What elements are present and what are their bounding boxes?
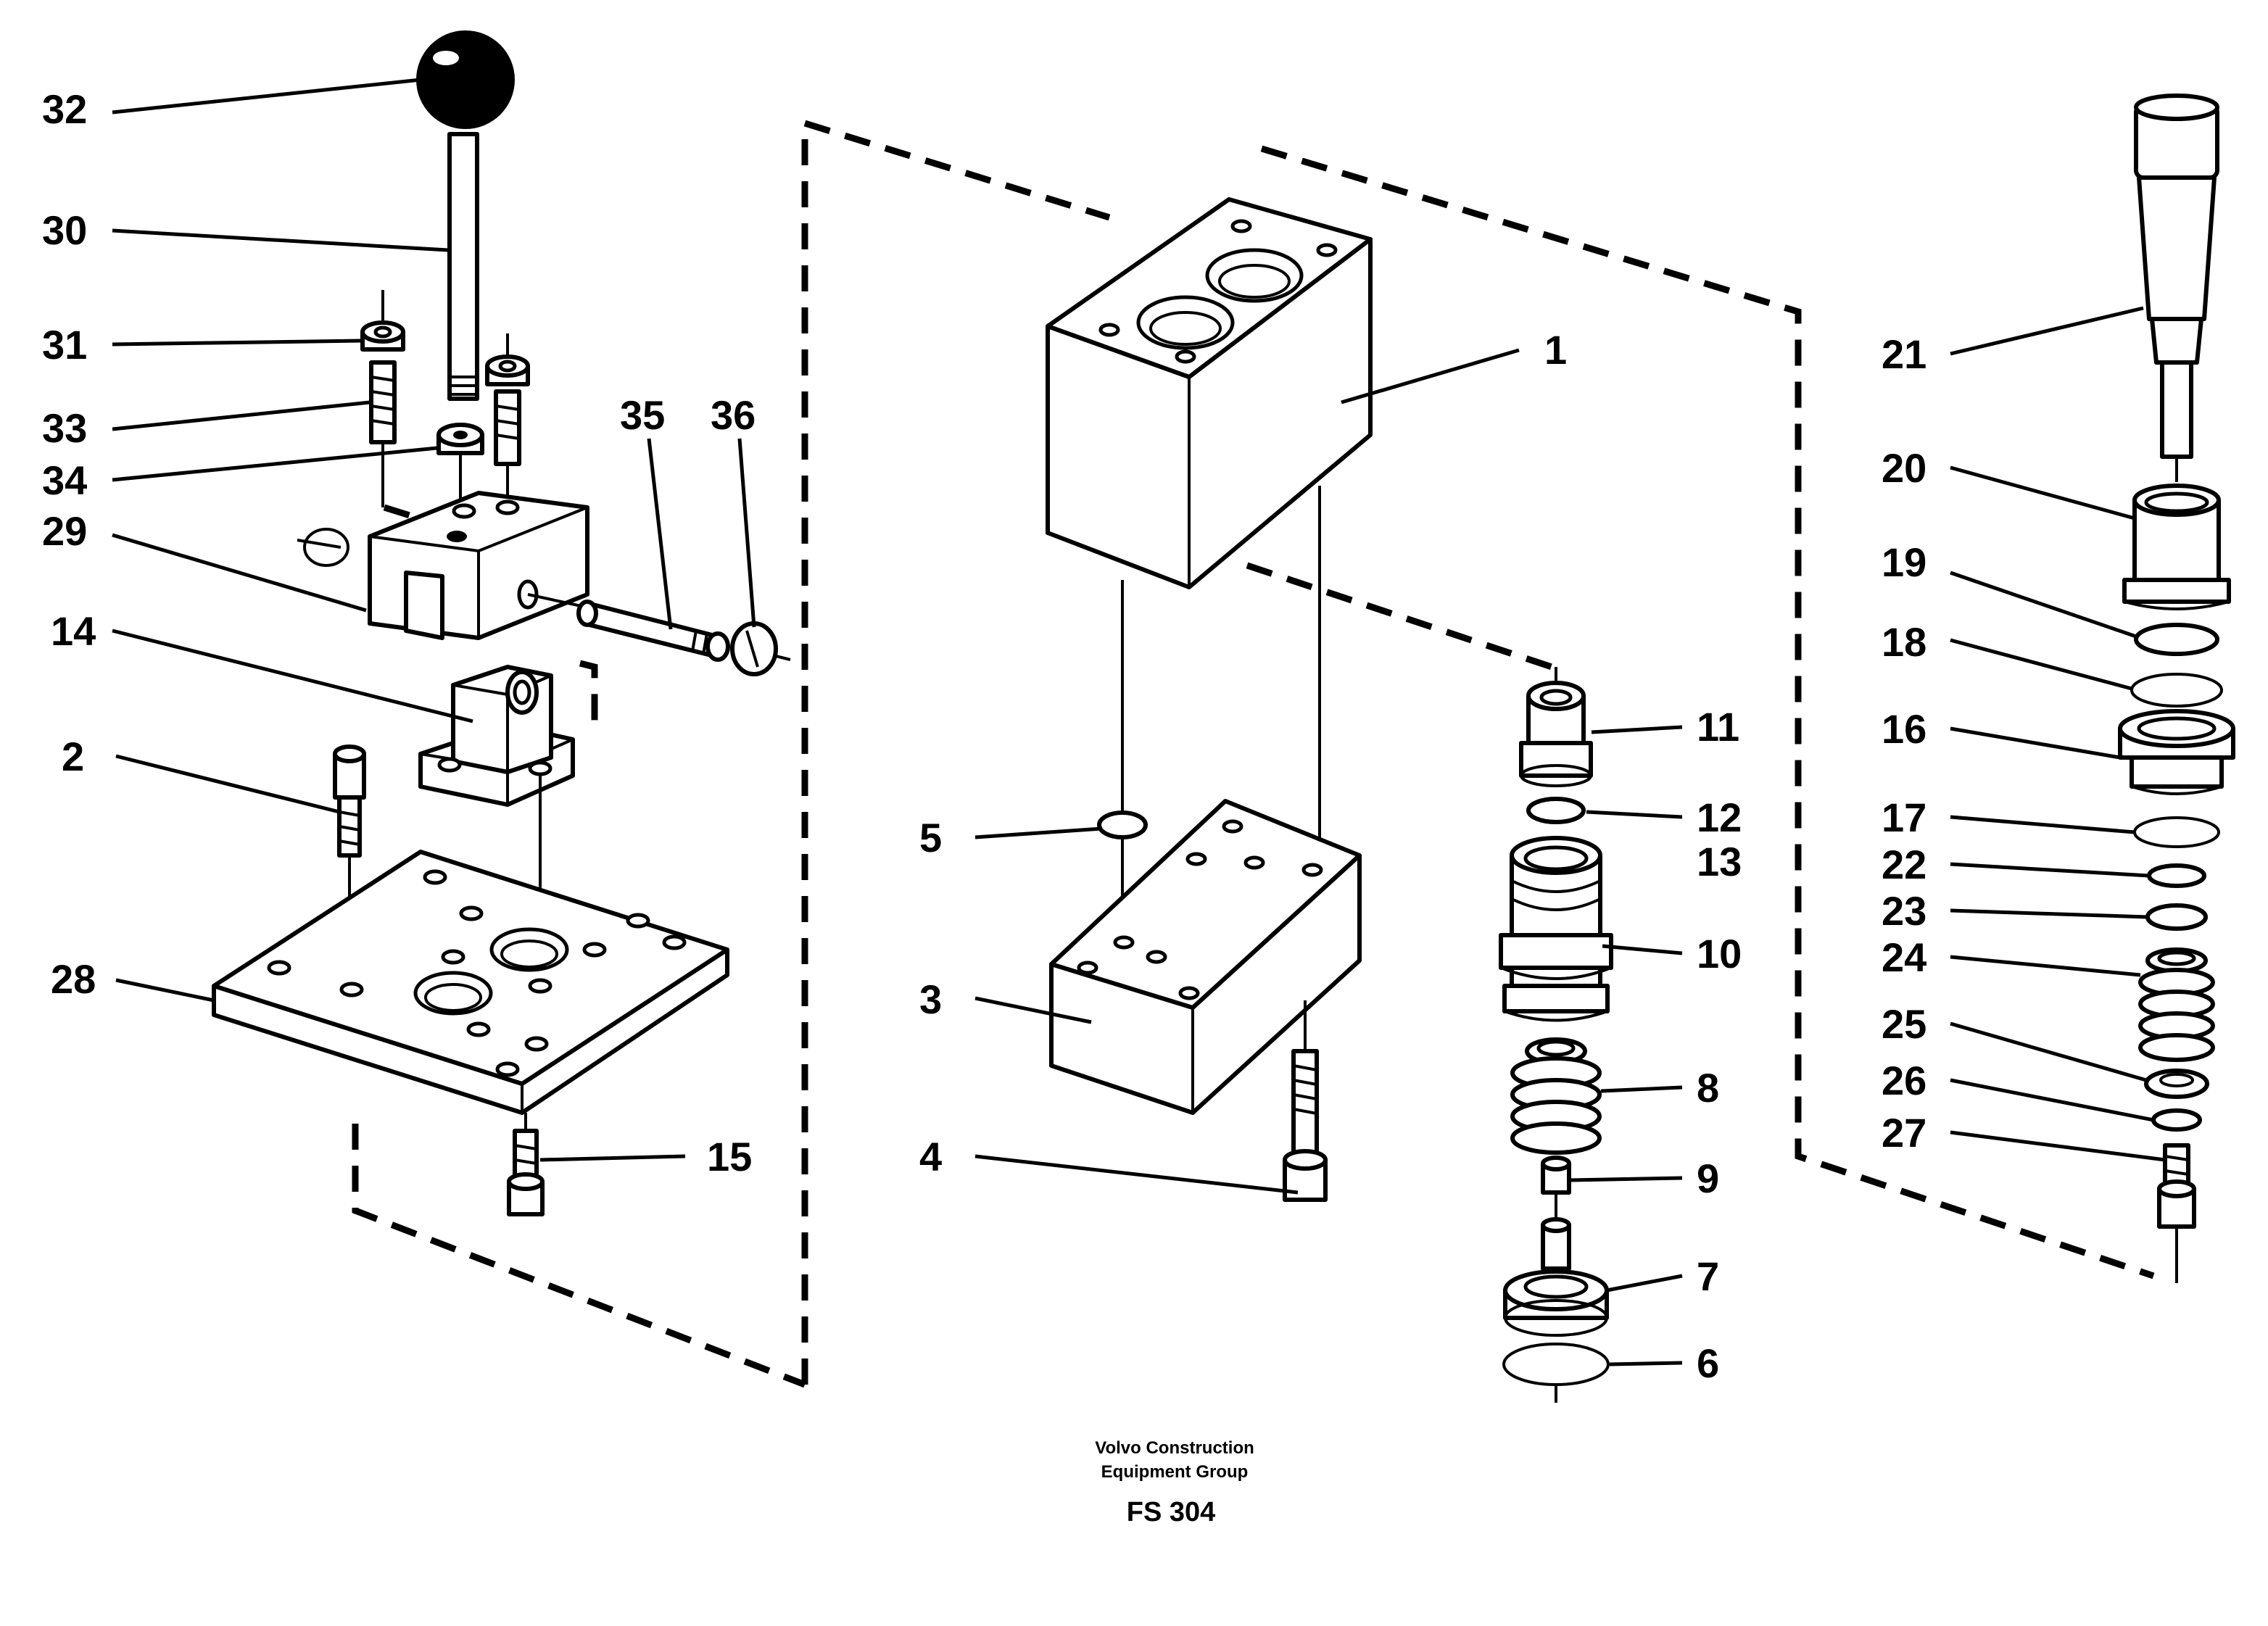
cylinder-10 [1499, 836, 1613, 1022]
plunger-21 [2134, 94, 2219, 482]
callout-34: 34 [42, 457, 87, 503]
callout-9: 9 [1697, 1156, 1719, 1201]
o-ring-18 [2130, 673, 2223, 708]
caption-code: FS 304 [1127, 1497, 1216, 1527]
spool-9 [1541, 1156, 1571, 1271]
callout-25: 25 [1882, 1001, 1926, 1047]
seat-25 [2144, 1069, 2209, 1099]
callout-15: 15 [707, 1134, 752, 1179]
callout-30: 30 [42, 207, 87, 253]
callout-22: 22 [1882, 842, 1926, 887]
pin-35 [527, 593, 730, 662]
callout-10: 10 [1697, 931, 1742, 976]
washer-22 [2147, 863, 2206, 888]
caption-line-2: Equipment Group [1101, 1462, 1249, 1482]
callout-2: 2 [62, 734, 84, 779]
callout-labels: 32 30 31 33 34 29 14 2 28 15 35 36 5 3 4… [42, 86, 1926, 1386]
callout-20: 20 [1882, 445, 1926, 491]
callout-17: 17 [1882, 795, 1926, 840]
callout-21: 21 [1882, 331, 1926, 377]
retainer-7 [1503, 1269, 1609, 1337]
spring-24 [2138, 947, 2215, 1062]
caption: Volvo Construction Equipment Group FS 30… [1095, 1438, 1254, 1527]
washer-26 [2151, 1108, 2202, 1132]
o-ring-6 [1502, 1343, 1610, 1386]
caption-line-1: Volvo Construction [1095, 1438, 1254, 1458]
callout-8: 8 [1697, 1065, 1719, 1111]
leader-lines [112, 78, 2166, 1366]
callout-36: 36 [711, 392, 756, 438]
knob-32 [416, 30, 515, 129]
callout-26: 26 [1882, 1058, 1926, 1103]
clip-36 [730, 621, 791, 676]
washer-12 [1526, 797, 1586, 824]
lever-bracket-29 [368, 491, 589, 640]
callout-11: 11 [1697, 704, 1739, 750]
callout-6: 6 [1697, 1340, 1719, 1386]
callout-31: 31 [42, 322, 87, 368]
callout-28: 28 [51, 956, 96, 1002]
set-screw-33-left [369, 360, 397, 444]
callout-29: 29 [42, 508, 87, 554]
callout-35: 35 [620, 392, 665, 438]
set-screw-33-right [494, 389, 521, 466]
detent-stack [2118, 94, 2235, 1283]
valve-block-1 [1046, 197, 1373, 589]
sleeve-16 [2118, 709, 2235, 795]
callout-5: 5 [919, 815, 942, 860]
screw-15 [507, 1129, 545, 1216]
seal-5 [1097, 810, 1148, 839]
bolt-4 [1283, 1049, 1328, 1202]
valve-assembly [1046, 197, 1613, 1403]
sleeve-11 [1519, 681, 1593, 787]
callout-19: 19 [1882, 539, 1926, 585]
callout-27: 27 [1882, 1110, 1926, 1156]
callout-33: 33 [42, 405, 87, 451]
washer-23 [2145, 903, 2208, 931]
callout-7: 7 [1697, 1253, 1719, 1299]
callout-12: 12 [1697, 795, 1742, 840]
callout-32: 32 [42, 86, 87, 132]
callout-1: 1 [1544, 327, 1567, 373]
callout-18: 18 [1882, 619, 1926, 665]
valve-block-3 [1049, 799, 1362, 1115]
callout-14: 14 [51, 608, 96, 654]
cap-screw-2 [333, 744, 366, 858]
bushing-20 [2122, 484, 2231, 610]
ring-19 [2134, 623, 2219, 656]
screw-27 [2157, 1143, 2196, 1229]
callout-23: 23 [1882, 888, 1926, 934]
o-ring-17 [2133, 816, 2220, 848]
pivot-block-14 [418, 665, 575, 807]
callout-16: 16 [1882, 706, 1926, 752]
callout-4: 4 [919, 1134, 942, 1179]
lever-rod-30 [447, 132, 479, 401]
callout-3: 3 [919, 976, 942, 1022]
lever-assembly [212, 30, 791, 1216]
spring-8 [1510, 1037, 1602, 1155]
callout-13: 13 [1697, 839, 1742, 884]
base-plate-28 [212, 850, 729, 1115]
callout-24: 24 [1882, 934, 1926, 980]
